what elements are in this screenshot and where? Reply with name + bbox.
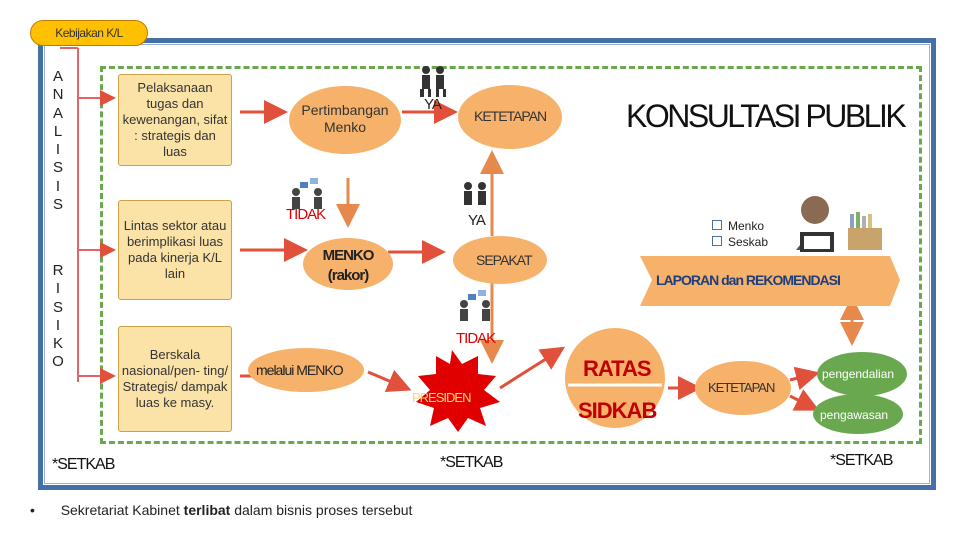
ya-top-label: YA (424, 96, 442, 113)
footnote: • Sekretariat Kabinet terlibat dalam bis… (30, 502, 412, 518)
people-icon-mid (464, 182, 486, 205)
pertimbangan-oval (289, 86, 401, 154)
arrow-melalui-to-presiden (367, 369, 412, 393)
person-at-laptop-icon (796, 196, 834, 252)
category-box-tugas: Pelaksanaan tugas dan kewenangan, sifat … (118, 74, 232, 166)
letter: I (55, 177, 61, 195)
menko-oval (303, 238, 393, 290)
policy-title-pill: Kebijakan K/L (30, 20, 148, 46)
checklist-item: Seskab (712, 234, 768, 250)
left-bracket-arrows (60, 47, 116, 384)
setkab-label-center: *SETKAB (440, 454, 503, 471)
laporan-ribbon (640, 256, 900, 306)
sidkab-label: SIDKAB (578, 398, 657, 423)
pengawasan-pill (813, 394, 903, 434)
ketetapan-top-oval (458, 85, 562, 149)
ya-mid-label: YA (468, 212, 486, 229)
footnote-text-after: dalam bisnis proses tersebut (230, 502, 413, 518)
melalui-menko-oval (248, 348, 364, 392)
menko-rakor-label: MENKO (rakor) (322, 247, 375, 284)
presiden-label: PRESIDEN (412, 390, 471, 405)
letter: S (52, 159, 63, 177)
analisis-vertical-label: A N A L I S I S (47, 68, 69, 214)
pengawasan-label: pengawasan (820, 408, 889, 422)
ratas-sidkab-oval (565, 328, 665, 428)
pertimbangan-menko-label: Pertimbangan Menko (301, 102, 389, 135)
risiko-vertical-label: R I S I K O (47, 262, 69, 372)
pengendalian-label: pengendalian (822, 367, 895, 381)
document-box-icon (848, 212, 882, 250)
letter: S (52, 196, 63, 214)
bullet: • (30, 502, 35, 518)
letter: L (53, 122, 63, 140)
sepakat-label: SEPAKAT (476, 252, 533, 268)
category-box-nasional: Berskala nasional/pen- ting/ Strategis/ … (118, 326, 232, 432)
checklist-item: Menko (712, 218, 768, 234)
outer-frame-inner (44, 44, 930, 484)
letter: I (55, 316, 61, 334)
konsultasi-publik-title: KONSULTASI PUBLIK (626, 98, 907, 134)
pengendalian-pill (817, 352, 907, 396)
sepakat-oval (453, 236, 547, 284)
presiden-starburst (416, 350, 500, 432)
footnote-text-bold: terlibat (183, 502, 231, 518)
arrow-to-pengawasan (789, 389, 820, 411)
discussion-icon-right (460, 290, 490, 321)
melalui-menko-label: melalui MENKO (256, 362, 344, 378)
letter: I (55, 141, 61, 159)
people-icon-top (420, 66, 446, 97)
letter: N (52, 86, 64, 104)
letter: R (52, 262, 64, 279)
letter: A (52, 68, 63, 85)
setkab-label-right: *SETKAB (830, 452, 893, 469)
ketetapan-right-label: KETETAPAN (708, 380, 775, 395)
ketetapan-top-label: KETETAPAN (474, 108, 547, 124)
arrow-to-pengendalian (789, 366, 820, 391)
tidak-left-label: TIDAK (286, 206, 326, 223)
checklist: Menko Seskab (712, 218, 768, 250)
category-box-lintas-sektor: Lintas sektor atau berimplikasi luas pad… (118, 200, 232, 300)
letter: A (52, 104, 63, 122)
letter: I (55, 280, 61, 298)
arrow-presiden-to-ratas (499, 346, 566, 390)
letter: K (52, 335, 63, 353)
ratas-label: RATAS (583, 356, 652, 381)
footnote-text-before: Sekretariat Kabinet (60, 502, 184, 518)
letter: S (52, 298, 63, 316)
laporan-rekomendasi-label: LAPORAN dan REKOMENDASI (656, 272, 841, 288)
letter: O (52, 353, 64, 371)
discussion-icon-left (292, 178, 322, 209)
tidak-mid-label: TIDAK (456, 330, 496, 347)
ketetapan-right-oval (695, 361, 791, 415)
setkab-label-left: *SETKAB (52, 456, 115, 473)
